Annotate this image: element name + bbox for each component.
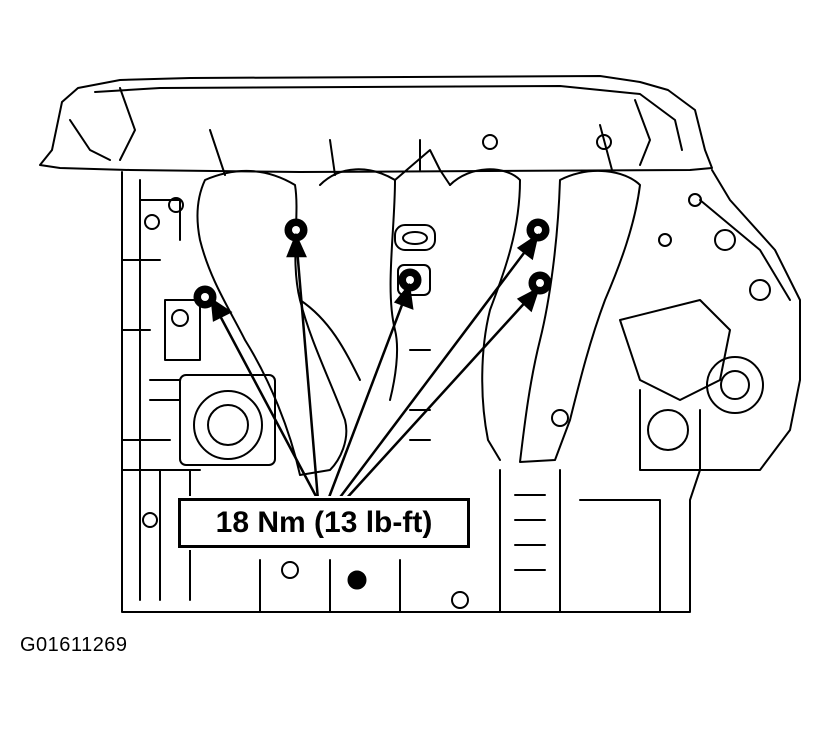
arrow-icon	[286, 232, 320, 501]
figure-id: G01611269	[20, 634, 128, 656]
arrow-icon	[337, 233, 539, 501]
exhaust-manifold	[196, 169, 348, 476]
bolt-icon	[347, 570, 367, 590]
arrow-icon	[326, 282, 414, 501]
arrow-icon	[344, 286, 541, 501]
arrow-icon	[210, 297, 320, 501]
torque-callout: 18 Nm (13 lb-ft)	[176, 496, 472, 550]
engine-block	[121, 169, 801, 613]
exhaust-manifold-right	[519, 169, 641, 463]
